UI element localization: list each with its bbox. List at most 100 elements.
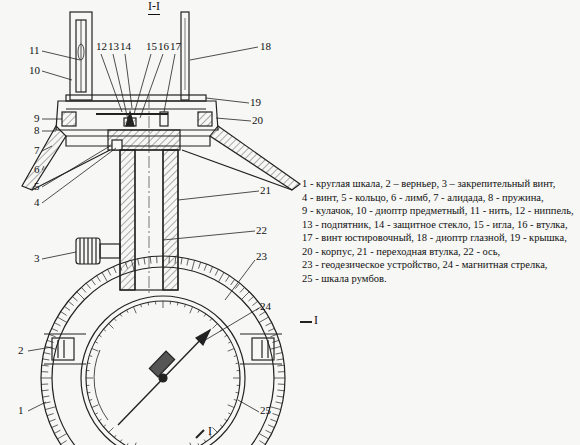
scale-tick <box>213 428 218 433</box>
scale-tick <box>272 340 279 342</box>
callout-number: 7 <box>34 144 40 157</box>
scale-tick <box>181 258 182 265</box>
section-mark: I <box>314 314 318 328</box>
callout-number: 22 <box>256 224 267 237</box>
scale-tick <box>225 335 228 337</box>
scale-tick <box>277 390 284 392</box>
scale-tick <box>169 256 170 263</box>
scale-tick <box>198 443 199 445</box>
scale-tick <box>102 272 108 282</box>
scale-tick <box>199 262 201 269</box>
scale-tick <box>259 434 269 440</box>
scale-tick <box>163 256 164 267</box>
scale-tick <box>47 340 54 342</box>
scale-tick <box>81 287 86 292</box>
callout-number: 25 <box>260 404 271 417</box>
callout-number: 1 <box>18 404 24 417</box>
scale-tick <box>276 353 283 355</box>
scale-tick <box>43 396 50 397</box>
scale-tick <box>204 440 206 443</box>
scale-tick <box>277 396 284 397</box>
scale-tick <box>47 414 54 416</box>
scale-tick <box>228 405 234 408</box>
callout-number: 13 <box>108 40 119 53</box>
scale-tick <box>120 314 122 317</box>
scale-tick <box>97 276 101 282</box>
callout-number: 14 <box>120 40 131 53</box>
scale-tick <box>108 269 111 275</box>
scale-tick <box>68 301 73 305</box>
scale-tick <box>134 443 137 445</box>
scale-tick <box>266 430 272 433</box>
scale-tick <box>272 414 279 416</box>
legend-text: 9 - кулачок, 10 - диоптр предметный, 11 … <box>302 205 574 217</box>
scale-tick <box>125 262 127 269</box>
scale-tick <box>120 440 122 443</box>
scale-tick <box>54 430 60 433</box>
callout-number: 8 <box>34 124 40 137</box>
legend-text: 23 - геодезическое устройство, 24 - магн… <box>302 259 548 271</box>
scale-tick <box>259 312 265 316</box>
scale-tick <box>240 287 245 292</box>
scale-tick <box>44 353 51 355</box>
scale-tick <box>41 378 52 379</box>
scale-tick <box>113 267 116 273</box>
scale-tick <box>278 371 285 372</box>
legend-text: 20 - корпус, 21 - переходная втулка, 22 … <box>302 246 500 258</box>
section-title: I-I <box>148 0 160 15</box>
scale-tick <box>77 292 85 300</box>
scale-tick <box>234 399 237 401</box>
scale-tick <box>220 425 222 427</box>
scale-tick <box>210 319 212 321</box>
scale-tick <box>109 428 114 433</box>
scale-tick <box>270 346 281 349</box>
scale-tick <box>61 312 67 316</box>
callout-number: 24 <box>260 300 271 313</box>
callout-number: 12 <box>96 40 107 53</box>
scale-tick <box>45 407 56 410</box>
scale-tick <box>226 276 230 282</box>
scale-tick <box>156 256 157 263</box>
scale-tick <box>270 407 281 410</box>
scale-tick <box>225 419 228 421</box>
scale-tick <box>89 399 92 401</box>
scale-tick <box>64 306 70 310</box>
scale-tick <box>92 349 98 352</box>
scale-tick <box>99 419 102 421</box>
scale-tick <box>277 365 284 367</box>
scale-tick <box>210 267 213 273</box>
scale-tick <box>236 392 239 394</box>
scale-tick <box>91 279 95 285</box>
scale-tick <box>198 310 199 313</box>
scale-tick <box>187 259 189 266</box>
scale-tick <box>88 363 91 365</box>
callout-number: 9 <box>34 112 40 125</box>
scale-tick <box>204 264 207 271</box>
scale-tick <box>259 441 265 445</box>
scale-tick <box>236 363 239 365</box>
scale-tick <box>184 304 186 307</box>
scale-tick <box>215 269 218 275</box>
scale-tick <box>228 413 231 414</box>
callout-number: 23 <box>256 250 267 263</box>
scale-tick <box>109 324 114 329</box>
scale-tick <box>213 324 218 329</box>
scale-tick <box>276 402 283 404</box>
scale-tick <box>270 334 277 337</box>
scale-tick <box>41 371 48 372</box>
legend-text: 17 - винт юстировочный, 18 - диоптр глаз… <box>302 232 567 244</box>
scale-tick <box>278 384 285 385</box>
callout-number: 5 <box>34 180 40 193</box>
callout-number: 4 <box>34 196 40 209</box>
scale-tick <box>57 317 67 323</box>
callout-number: 20 <box>252 114 263 127</box>
scale-tick <box>72 296 77 301</box>
scale-tick <box>233 378 240 379</box>
scale-tick <box>42 390 49 392</box>
scale-tick <box>43 359 50 360</box>
callout-number: 11 <box>29 44 40 57</box>
scale-tick <box>86 378 93 379</box>
scale-tick <box>131 260 134 271</box>
scale-tick <box>119 264 122 271</box>
scale-tick <box>95 342 98 343</box>
